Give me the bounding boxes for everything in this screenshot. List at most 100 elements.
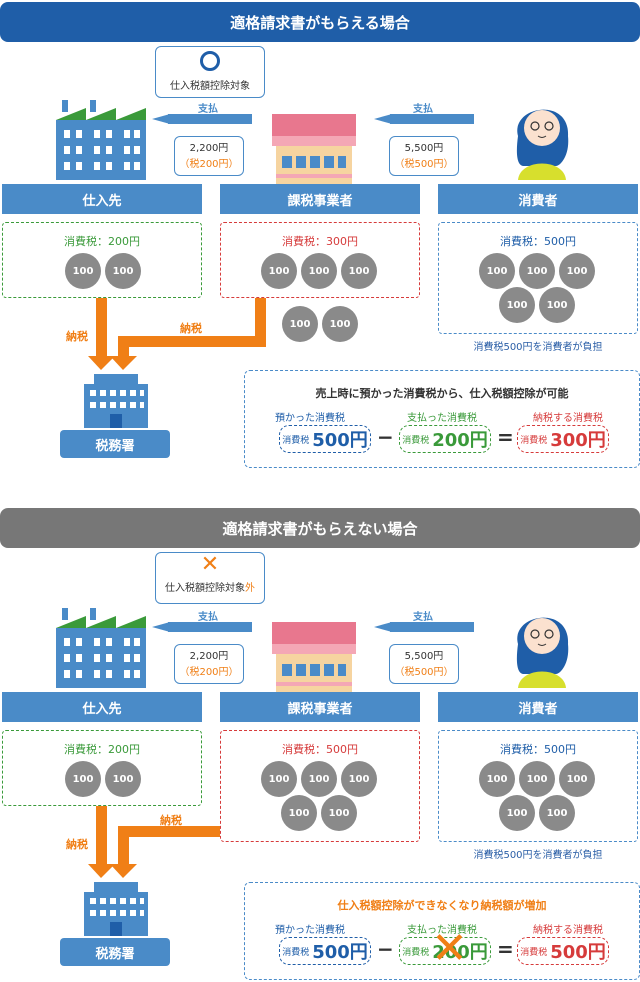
role-business: 課税事業者 <box>220 692 420 722</box>
pay-label: 支払 <box>198 612 218 623</box>
pill-label: 消費税 <box>282 947 310 958</box>
coin: 100 <box>281 795 317 831</box>
coin: 100 <box>105 253 141 289</box>
callout-text-main: 仕入税額控除対象 <box>165 583 245 594</box>
deduction-callout: 仕入税額控除対象 <box>155 46 265 98</box>
tax-label: 消費税：200円 <box>64 235 140 248</box>
coin: 100 <box>519 761 555 797</box>
calc-title: 仕入税額控除ができなくなり納税額が増加 <box>337 899 547 912</box>
consumer-tax-box: 消費税：500円 100 100 100 100 100 <box>438 222 638 334</box>
coin: 100 <box>261 253 297 289</box>
calc-caption: 預かった消費税 <box>275 925 345 936</box>
coin: 100 <box>499 287 535 323</box>
supplier-tax-box: 消費税：200円 100 100 <box>2 222 202 298</box>
coin: 100 <box>539 795 575 831</box>
cross-out-icon: ✕ <box>431 923 468 974</box>
role-consumer: 消費者 <box>438 184 638 214</box>
tax-label: 消費税：500円 <box>500 235 576 248</box>
callout-text: 仕入税額控除対象外 <box>156 579 264 594</box>
role-business: 課税事業者 <box>220 184 420 214</box>
coin: 100 <box>341 253 377 289</box>
calc-title: 売上時に預かった消費税から、仕入税額控除が可能 <box>315 387 569 400</box>
amount: 2,200円 <box>189 143 229 154</box>
payable-tax-pill: 消費税 300円 <box>517 425 609 453</box>
coin: 100 <box>282 306 318 342</box>
pill-value: 200円 <box>432 942 488 963</box>
supplier-tax-box: 消費税：200円 100 100 <box>2 730 202 806</box>
tax-label: 消費税：300円 <box>282 235 358 248</box>
coin: 100 <box>301 253 337 289</box>
equals-sign: = <box>497 937 514 961</box>
pill-value: 500円 <box>312 942 368 963</box>
amount-tax: （税500円） <box>394 159 454 170</box>
minus-sign: − <box>377 937 394 961</box>
amount-tax: （税200円） <box>179 667 239 678</box>
business-tax-box: 消費税：300円 100 100 100 <box>220 222 420 298</box>
callout-text: 仕入税額控除対象 <box>170 81 250 92</box>
pay-label: 支払 <box>413 612 433 623</box>
role-supplier: 仕入先 <box>2 692 202 722</box>
coin: 100 <box>341 761 377 797</box>
calc-caption: 支払った消費税 <box>407 413 477 424</box>
received-tax-pill: 消費税 500円 <box>279 937 371 965</box>
paid-tax-pill: 消費税 200円 <box>399 425 491 453</box>
coin: 100 <box>479 253 515 289</box>
amount-box: 5,500円 （税500円） <box>389 644 459 684</box>
coin: 100 <box>65 253 101 289</box>
coin: 100 <box>559 253 595 289</box>
pill-label: 消費税 <box>402 435 430 446</box>
calc-caption: 納税する消費税 <box>533 925 603 936</box>
non-deduction-callout: ✕ 仕入税額控除対象外 <box>155 552 265 604</box>
amount-tax: （税500円） <box>394 667 454 678</box>
coin: 100 <box>479 761 515 797</box>
minus-sign: − <box>377 425 394 449</box>
equals-sign: = <box>497 425 514 449</box>
pill-value: 500円 <box>550 942 606 963</box>
callout-text-suffix: 外 <box>245 583 255 594</box>
amount-tax: （税200円） <box>179 159 239 170</box>
tax-label: 消費税：200円 <box>64 743 140 756</box>
calc-caption: 支払った消費税 <box>407 925 477 936</box>
amount: 5,500円 <box>404 143 444 154</box>
consumer-tax-box: 消費税：500円 100 100 100 100 100 <box>438 730 638 842</box>
circle-mark-icon <box>200 51 220 71</box>
calc-caption: 預かった消費税 <box>275 413 345 424</box>
coin: 100 <box>519 253 555 289</box>
pill-label: 消費税 <box>282 435 310 446</box>
tax-label: 消費税：500円 <box>282 743 358 756</box>
tax-label: 消費税：500円 <box>500 743 576 756</box>
role-consumer: 消費者 <box>438 692 638 722</box>
section2-title: 適格請求書がもらえない場合 <box>0 508 640 548</box>
amount-box: 2,200円 （税200円） <box>174 644 244 684</box>
pill-value: 200円 <box>432 430 488 451</box>
coin: 100 <box>321 795 357 831</box>
consumer-note: 消費税500円を消費者が負担 <box>473 850 603 861</box>
pill-label: 消費税 <box>520 947 548 958</box>
section1-title: 適格請求書がもらえる場合 <box>0 2 640 42</box>
amount-box: 5,500円 （税500円） <box>389 136 459 176</box>
calc-box: 仕入税額控除ができなくなり納税額が増加 預かった消費税 支払った消費税 納税する… <box>244 882 640 980</box>
coin: 100 <box>322 306 358 342</box>
nozei-label: 納税 <box>66 330 88 343</box>
pill-value: 300円 <box>550 430 606 451</box>
business-tax-box: 消費税：500円 100 100 100 100 100 <box>220 730 420 842</box>
pill-label: 消費税 <box>520 435 548 446</box>
pill-label: 消費税 <box>402 947 430 958</box>
coin: 100 <box>559 761 595 797</box>
payable-tax-pill: 消費税 500円 <box>517 937 609 965</box>
nozei-label: 納税 <box>66 838 88 851</box>
consumer-note: 消費税500円を消費者が負担 <box>473 342 603 353</box>
coin: 100 <box>105 761 141 797</box>
role-supplier: 仕入先 <box>2 184 202 214</box>
calc-caption: 納税する消費税 <box>533 413 603 424</box>
